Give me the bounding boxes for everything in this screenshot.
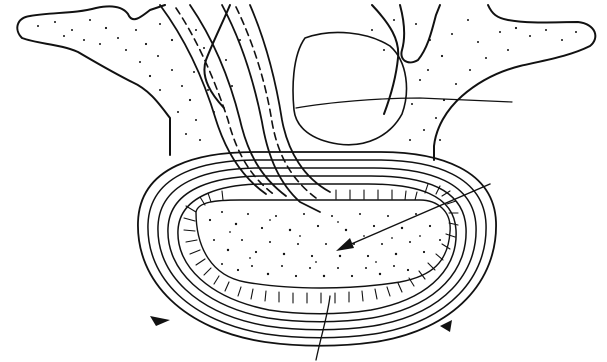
nerve-roots — [160, 5, 330, 212]
vertebral-arch — [17, 5, 595, 160]
small-arrowhead-left — [150, 316, 170, 326]
arrowhead — [336, 238, 354, 251]
annulus-inner-band — [184, 184, 458, 303]
pointer-lines — [150, 184, 490, 360]
annulus-fibrosus — [138, 152, 496, 346]
small-arrowhead-right — [440, 320, 452, 332]
